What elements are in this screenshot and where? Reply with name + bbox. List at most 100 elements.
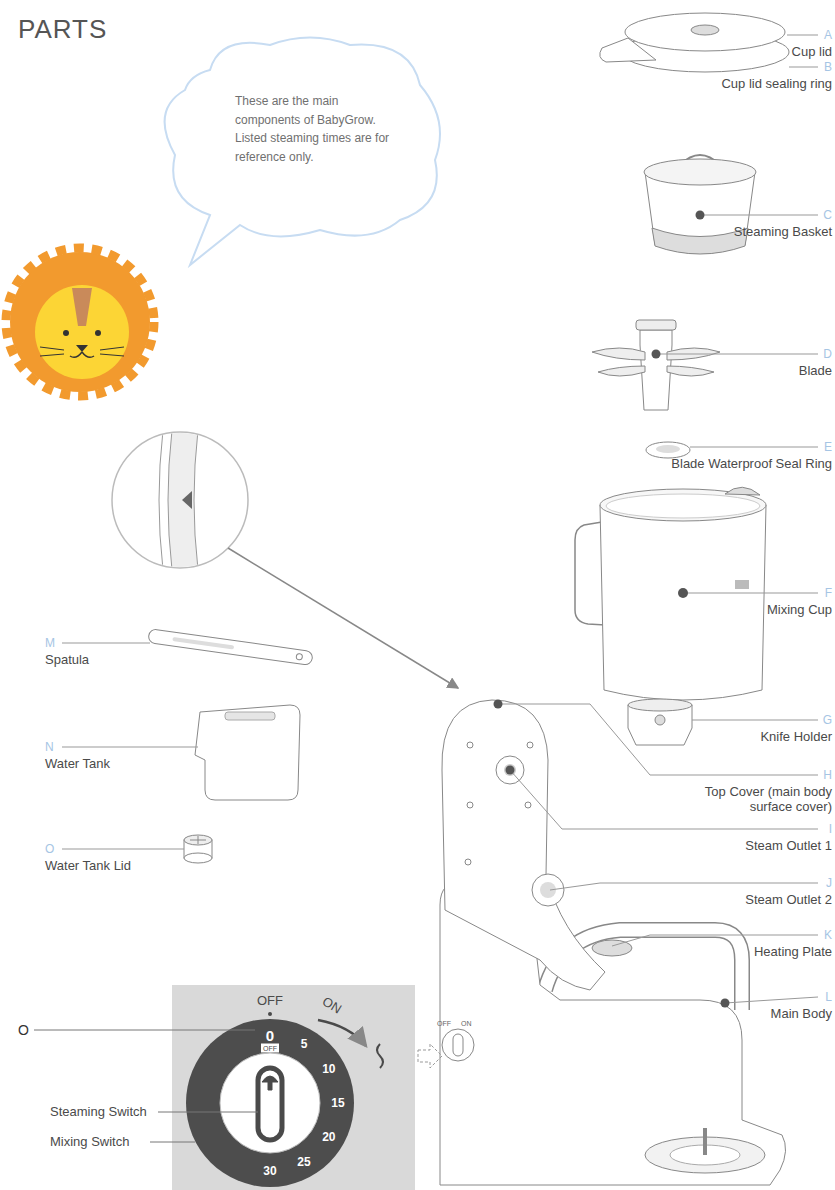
lion-mane (10, 252, 150, 392)
part-letter: L (825, 990, 832, 1004)
switch-knob (258, 1068, 282, 1140)
blade-cap (636, 320, 676, 330)
part-name: Water Tank (45, 756, 110, 771)
lion-eye (63, 330, 69, 336)
mix-icon (377, 1044, 383, 1068)
lion-mouth (70, 352, 94, 357)
water-tank (195, 705, 300, 800)
dial-label: 0 (266, 1028, 274, 1043)
mixing-cup (600, 505, 766, 700)
part-name: Mixing Cup (767, 602, 832, 617)
cup-inner (606, 494, 760, 518)
leader-dot (494, 700, 503, 709)
dial-label: 5 (301, 1038, 308, 1050)
part-letter: G (823, 713, 832, 727)
cup-spout (725, 487, 760, 495)
lid-tab (600, 38, 656, 62)
part-letter: D (823, 347, 832, 361)
lid-hole (691, 25, 719, 35)
part-letter: H (823, 768, 832, 782)
part-name: Cup lid (792, 44, 832, 59)
part-name: Water Tank Lid (45, 858, 131, 873)
bubble-text: These are the main components of BabyGro… (235, 92, 395, 166)
lion-mane-edge (6, 248, 154, 396)
leader-line (789, 67, 818, 68)
blade-wing (598, 366, 645, 376)
tank-lid-cross (190, 836, 206, 844)
lion-whiskers (40, 347, 124, 356)
basket-rim (644, 159, 756, 185)
part-letter: J (826, 876, 832, 890)
spindle (703, 1128, 707, 1155)
dial-label: 30 (263, 1165, 276, 1177)
cup-logo (735, 580, 749, 589)
dial-label: OFF (257, 994, 283, 1007)
part-letter: N (45, 740, 54, 754)
dial-label: 10 (322, 1063, 335, 1075)
leader-dot (721, 999, 730, 1008)
leader-dot (696, 211, 705, 220)
steaming-switch-face (220, 1053, 320, 1153)
leader-line (158, 1112, 258, 1113)
steam-outlet (496, 756, 524, 784)
holder-top (628, 699, 692, 711)
part-name: Steam Outlet 2 (745, 892, 832, 907)
part-name: Heating Plate (754, 944, 832, 959)
part-name: Top Cover (main body surface cover) (704, 784, 832, 814)
holder-hole (655, 715, 665, 725)
part-letter: A (824, 28, 832, 42)
body-edge (168, 430, 198, 570)
leader-dot (506, 766, 515, 775)
tank-lid-base (184, 853, 212, 863)
lion-nose (76, 345, 88, 352)
leader-dot (652, 350, 661, 359)
leader-line (150, 1142, 195, 1143)
steam-outlet (532, 874, 564, 906)
leader-line (34, 1030, 255, 1031)
dial-label: 15 (331, 1097, 344, 1109)
spatula-hole (296, 653, 303, 660)
leader-line (62, 643, 150, 644)
part-name: Blade (799, 363, 832, 378)
dial-label: 25 (297, 1156, 310, 1168)
leader-line (725, 997, 818, 1003)
dial-label: 20 (322, 1131, 335, 1143)
part-name: Steam Outlet 1 (745, 838, 832, 853)
dial-label: ON (320, 994, 343, 1015)
seal-ring (646, 442, 690, 458)
tank-lid-top (184, 835, 212, 845)
tank-slot (225, 712, 275, 720)
leader-line (550, 883, 818, 890)
spatula-slot (172, 637, 234, 650)
zoom-arrow (418, 1044, 442, 1068)
part-name: Spatula (45, 652, 89, 667)
callout-letter: O (18, 1022, 29, 1038)
screw-hole (467, 742, 473, 748)
off-tick (268, 1012, 272, 1016)
leader-line (656, 354, 818, 355)
part-name: Main Body (771, 1006, 832, 1021)
spatula-body (148, 629, 313, 666)
leader-line (700, 215, 818, 216)
cup-lid (625, 13, 785, 51)
part-name: Cup lid sealing ring (721, 76, 832, 91)
part-letter: F (825, 586, 832, 600)
leader-line (62, 747, 198, 748)
spatula (148, 629, 313, 666)
blade-wing (667, 366, 714, 376)
page-title: PARTS (18, 14, 107, 45)
screw-hole (467, 802, 473, 808)
dial-panel: OFFON0OFF51015202530 (172, 985, 415, 1190)
on-arrow (318, 1020, 366, 1046)
part-letter: I (829, 822, 832, 836)
dial-mark: ON (461, 1019, 472, 1028)
pointer-arrow (228, 548, 458, 688)
lion-mascot (6, 248, 154, 396)
part-letter: K (824, 928, 832, 942)
dial-mark: OFF (437, 1019, 451, 1028)
mixing-switch-ring (186, 1019, 354, 1187)
dial-label: OFF (261, 1044, 279, 1053)
